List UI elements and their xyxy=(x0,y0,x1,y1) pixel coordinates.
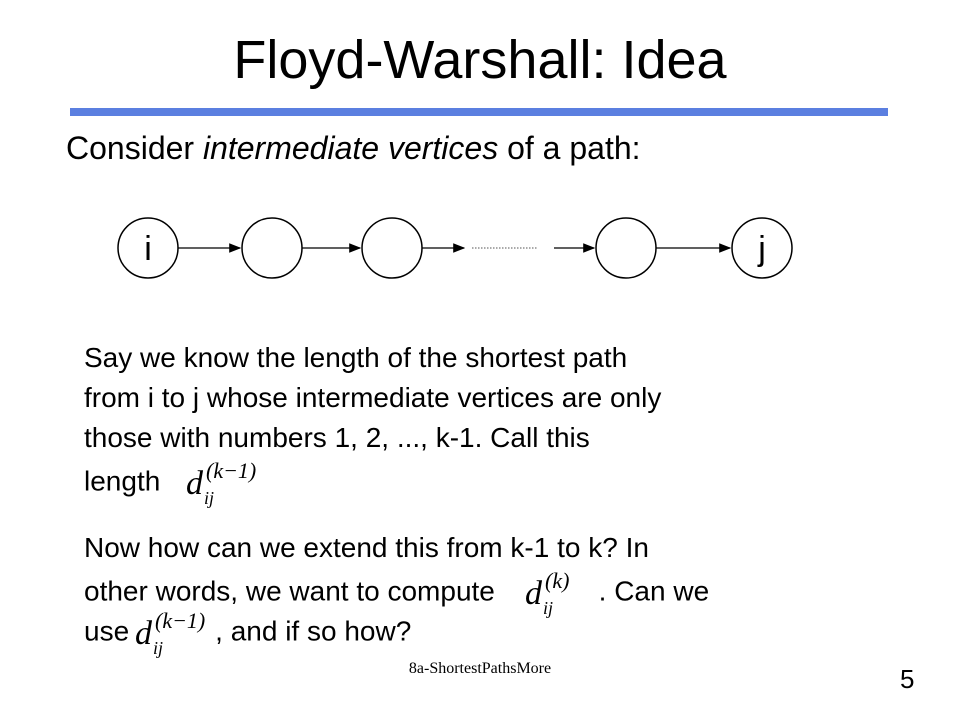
svg-text:(k): (k) xyxy=(545,568,569,593)
svg-text:ij: ij xyxy=(543,598,553,618)
paragraph-2: Now how can we extend this from k-1 to k… xyxy=(84,528,710,658)
para2-line3-end: , and if so how? xyxy=(215,615,412,647)
slide-title: Floyd-Warshall: Idea xyxy=(233,30,727,90)
vertex-i-label: i xyxy=(144,230,152,268)
svg-text:ij: ij xyxy=(153,638,163,658)
intro-suffix: of a path: xyxy=(498,130,641,166)
page-number: 5 xyxy=(900,664,915,694)
para2-line3: use d ij (k−1) , and if so how? xyxy=(84,608,709,658)
para2-line2-end: . Can we xyxy=(598,575,710,607)
para1-line3: those with numbers 1, 2, ..., k-1. Call … xyxy=(84,422,590,453)
para1-line1: Say we know the length of the shortest p… xyxy=(84,342,628,373)
svg-text:d: d xyxy=(135,615,153,652)
para2-line2: other words, we want to compute d ij (k)… xyxy=(84,568,710,618)
intro-text: Consider intermediate vertices of a path… xyxy=(66,128,641,168)
svg-text:(k−1): (k−1) xyxy=(155,608,205,633)
vertex-intermediate-2 xyxy=(361,217,423,279)
slide-footer: 8a-ShortestPathsMore xyxy=(408,660,552,677)
para2-line3-start: use xyxy=(84,615,130,647)
para1-line4-text: length xyxy=(84,465,161,497)
svg-text:(k−1): (k−1) xyxy=(206,458,256,483)
vertex-intermediate-1 xyxy=(241,217,303,279)
para1-line4: length d ij (k−1) xyxy=(84,458,661,508)
vertex-intermediate-3 xyxy=(595,217,657,279)
svg-text:d: d xyxy=(186,465,204,502)
formula-d-ij-k-minus-1: d ij (k−1) xyxy=(186,458,256,508)
formula-d-ij-k-minus-1-inline: d ij (k−1) xyxy=(135,608,205,658)
intro-emphasis: intermediate vertices xyxy=(202,130,499,166)
intro-prefix: Consider xyxy=(66,130,203,166)
path-diagram: i j xyxy=(117,217,793,279)
svg-text:ij: ij xyxy=(204,488,214,508)
para2-line2-start: other words, we want to compute xyxy=(84,575,495,607)
title-underline xyxy=(70,108,888,116)
paragraph-1: Say we know the length of the shortest p… xyxy=(84,338,662,508)
para1-line2: from i to j whose intermediate vertices … xyxy=(84,382,662,413)
vertex-j-label: j xyxy=(757,230,766,268)
svg-text:d: d xyxy=(525,575,543,612)
vertex-j xyxy=(731,217,793,279)
para2-line1: Now how can we extend this from k-1 to k… xyxy=(84,532,649,563)
formula-d-ij-k: d ij (k) xyxy=(525,568,569,618)
